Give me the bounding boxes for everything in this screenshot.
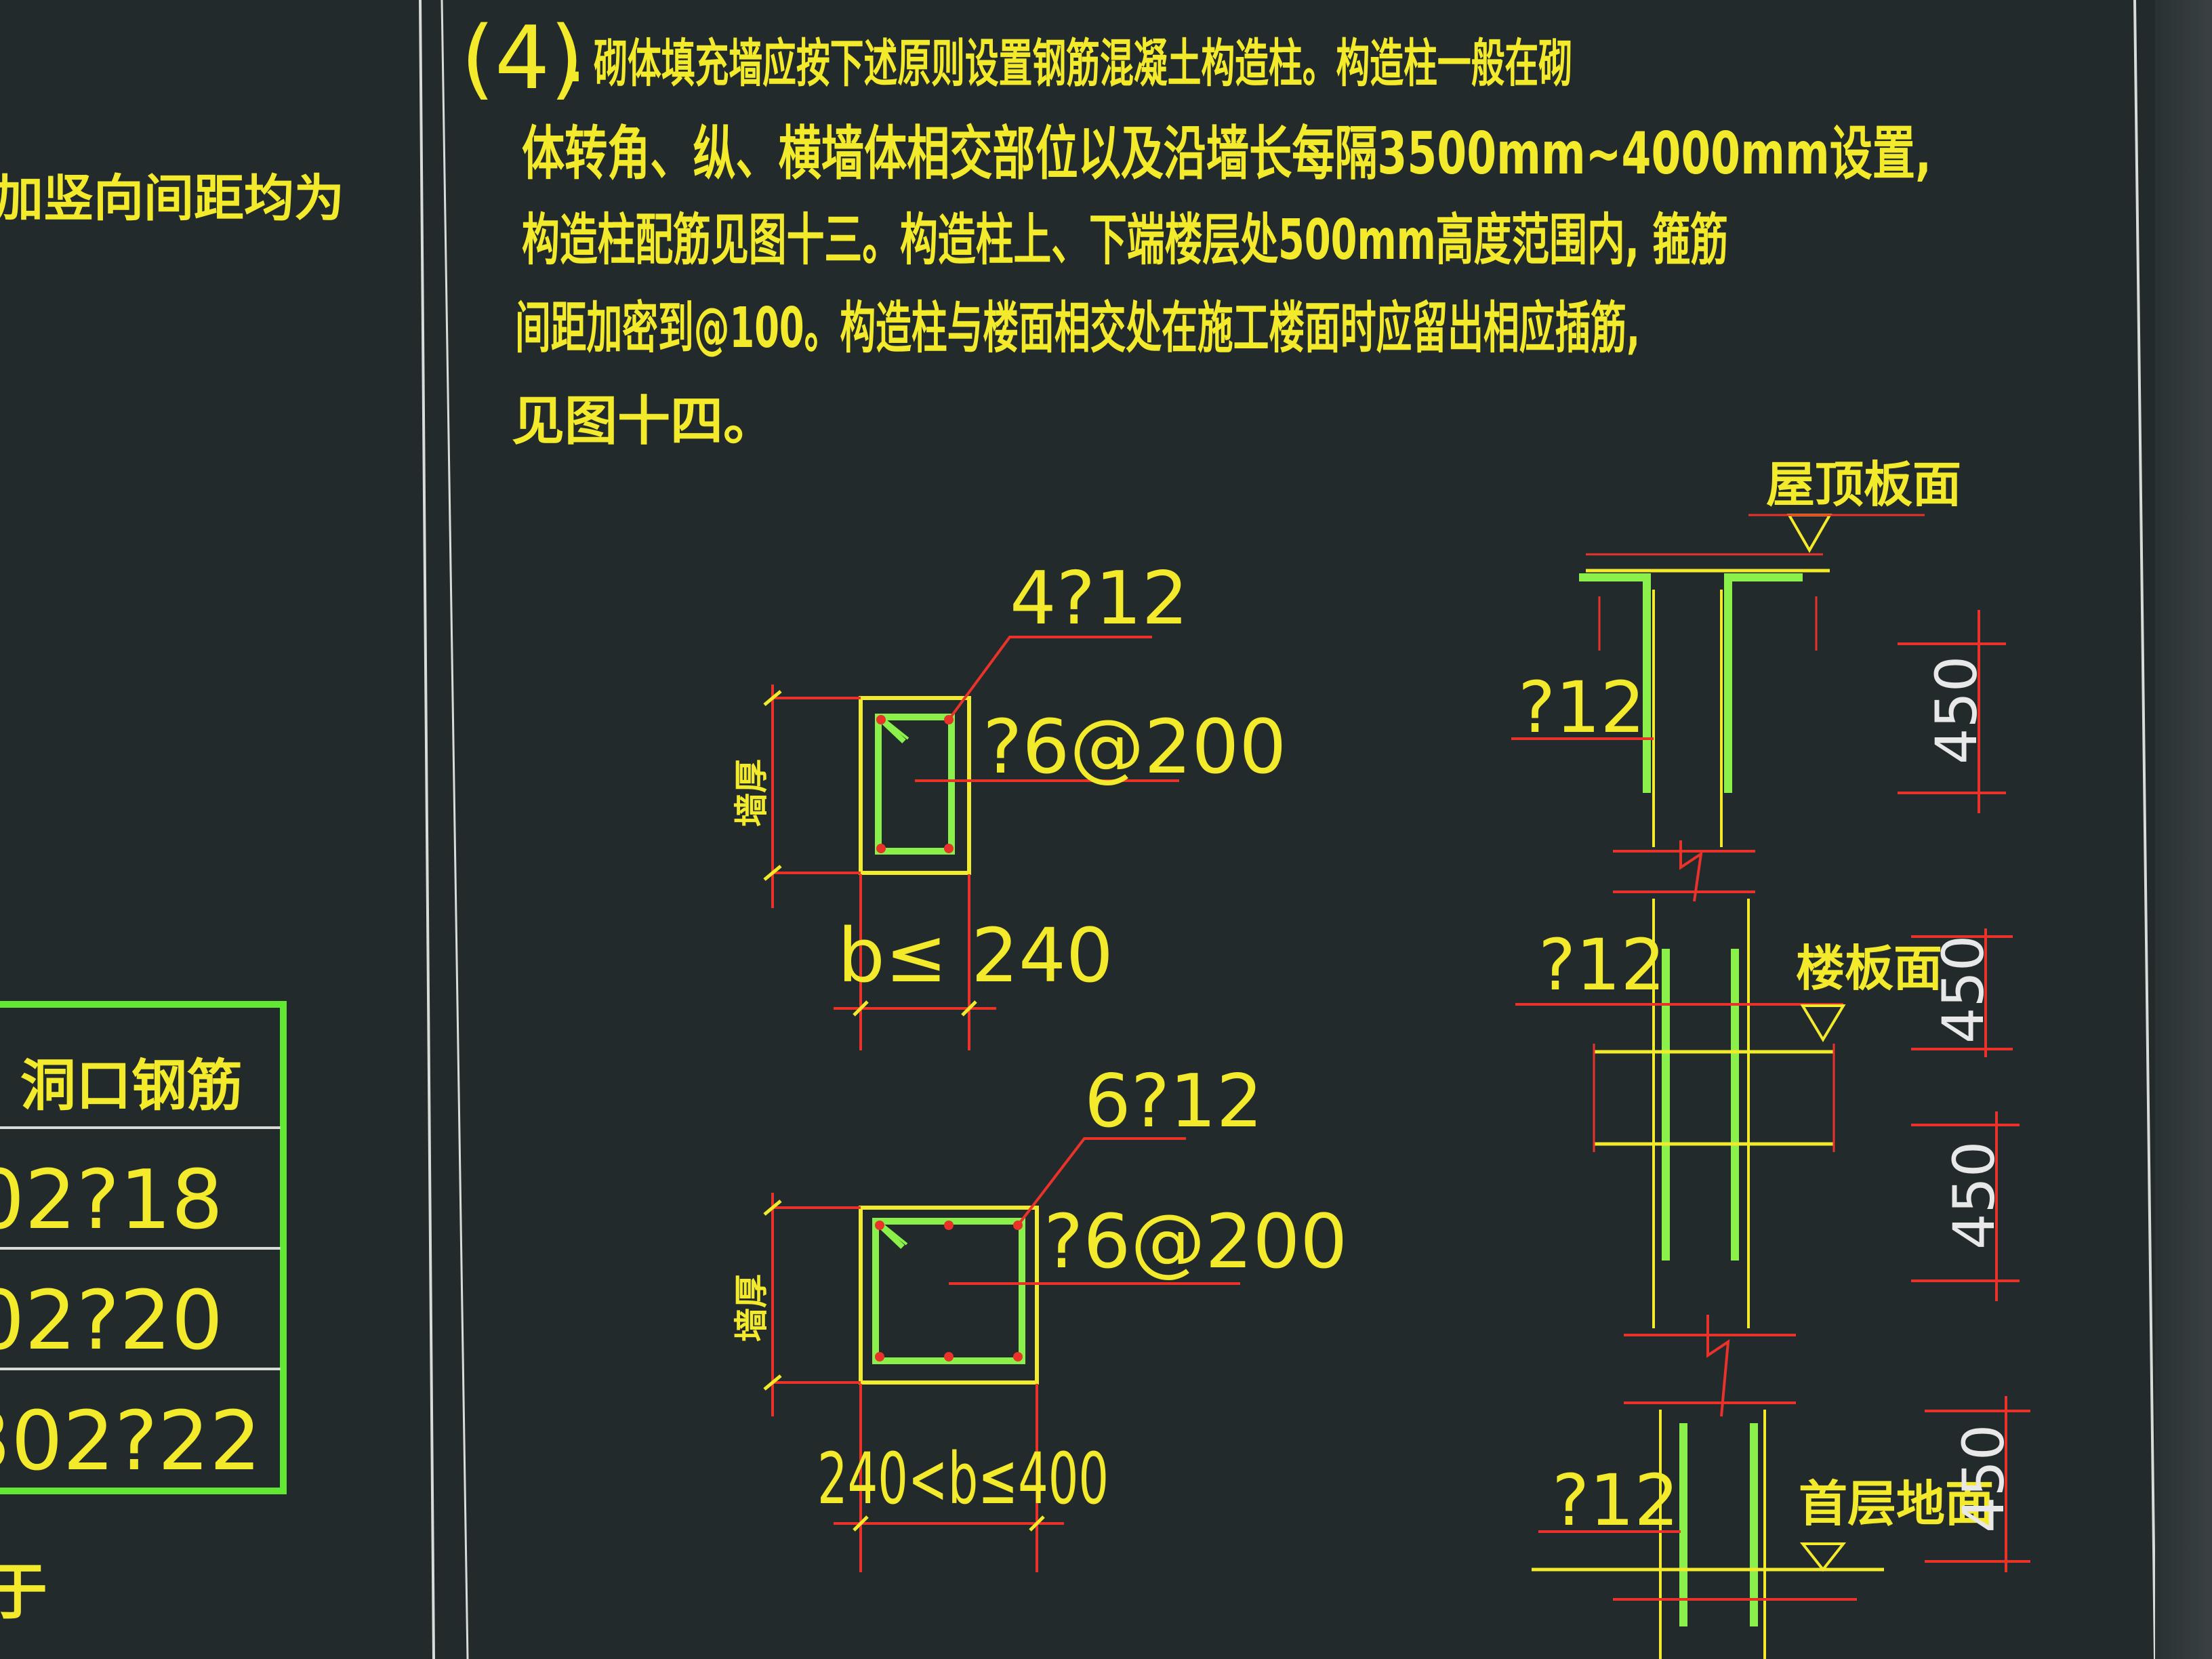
bar-label-top: ?12 bbox=[1518, 666, 1645, 749]
section-large-wall-label: 墙厚 bbox=[732, 1274, 771, 1342]
section-small-width-label: b≤ 240 bbox=[838, 912, 1113, 999]
notes-paragraph: (4) . 砌体填充墙应按下述原则设置钢筋混凝土构造柱。构造柱一般在砌 体转角、… bbox=[461, 8, 1931, 452]
note-number: (4) bbox=[461, 8, 583, 109]
section-large-bars-label: 6?12 bbox=[1084, 1059, 1263, 1144]
table-row-1: 02?18 bbox=[0, 1153, 223, 1248]
screen-edge bbox=[2155, 0, 2212, 1659]
bar-label-mid: ?12 bbox=[1538, 924, 1666, 1006]
roof-level-label: 屋顶板面 bbox=[1766, 456, 1961, 513]
table-header: 洞口钢筋 bbox=[20, 1054, 243, 1118]
floor-level-label: 楼板面 bbox=[1796, 940, 1942, 997]
column-section-large[interactable]: 6?12 ?6@200 墙厚 240<b≤400 bbox=[732, 1059, 1347, 1572]
table-row-2: 02?20 bbox=[0, 1274, 223, 1368]
left-fragment-bottom: 于 bbox=[0, 1557, 47, 1628]
column-section-small[interactable]: 4?12 ?6@200 墙厚 b≤ 240 bbox=[732, 556, 1286, 1050]
drawing-frame bbox=[419, 0, 2156, 1659]
elevation-dimensions: 450 450 450 450 bbox=[1898, 610, 2030, 1572]
note-line-1: . 砌体填充墙应按下述原则设置钢筋混凝土构造柱。构造柱一般在砌 bbox=[569, 33, 1572, 94]
ground-level-label: 首层地面 bbox=[1799, 1475, 1994, 1532]
opening-rebar-table: 洞口钢筋 02?18 02?20 302?22 bbox=[0, 1001, 287, 1494]
dim-450-3: 450 bbox=[1941, 1141, 2007, 1250]
dim-450-2: 450 bbox=[1930, 935, 1996, 1044]
section-small-wall-label: 墙厚 bbox=[732, 759, 771, 827]
table-row-3: 302?22 bbox=[0, 1395, 261, 1489]
rebar-dots-4 bbox=[876, 715, 954, 853]
section-small-bars-label: 4?12 bbox=[1010, 556, 1188, 641]
left-panel: 加竖向间距均为 洞口钢筋 02?18 02?20 302?22 于 bbox=[0, 169, 344, 1628]
section-small-stirrup-label: ?6@200 bbox=[983, 703, 1286, 790]
note-line-2: 体转角、纵、横墙体相交部位以及沿墙长每隔3500mm~4000mm设置, bbox=[522, 120, 1931, 188]
dim-450-4: 450 bbox=[1950, 1425, 2017, 1533]
section-large-width-label: 240<b≤400 bbox=[817, 1437, 1109, 1520]
note-line-4: 间距加密到@100。构造柱与楼面相交处在施工楼面时应留出相应插筋, bbox=[515, 296, 1640, 361]
note-line-5: 见图十四。 bbox=[512, 391, 776, 452]
column-elevation[interactable]: 屋顶板面 ?12 楼板面 ?12 bbox=[1511, 456, 2030, 1659]
section-large-stirrup-label: ?6@200 bbox=[1044, 1198, 1347, 1285]
note-line-3: 构造柱配筋见图十三。构造柱上、下端楼层处500mm高度范围内, 箍筋 bbox=[522, 208, 1728, 272]
dim-450-1: 450 bbox=[1923, 656, 1990, 764]
left-fragment-top: 加竖向间距均为 bbox=[0, 169, 344, 228]
bar-label-bottom: ?12 bbox=[1552, 1459, 1679, 1542]
